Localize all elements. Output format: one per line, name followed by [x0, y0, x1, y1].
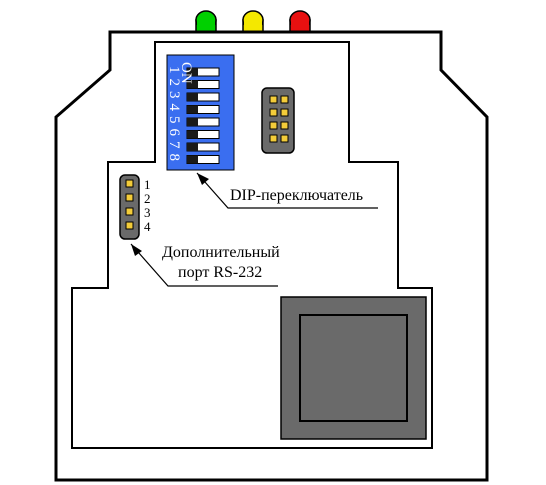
rs232-pin-3 [125, 207, 134, 216]
dip-switch-position-7 [186, 142, 220, 152]
rs232-pin-1 [125, 179, 134, 188]
dip-switch-position-6 [186, 130, 220, 139]
dip-number-7: 7 [166, 141, 182, 149]
rs232-pin-2 [125, 193, 134, 202]
dip-switch-position-3 [186, 92, 220, 102]
rs232-pin-number-2: 2 [144, 191, 151, 206]
dip-number-4: 4 [166, 104, 182, 112]
dip-switch-position-4 [186, 105, 220, 114]
header-pin [269, 95, 278, 104]
dip-number-6: 6 [166, 129, 182, 137]
rs232-pin-4 [125, 221, 134, 230]
large-component [280, 296, 427, 440]
header-pin [280, 95, 289, 104]
rs232-pin-number-1: 1 [144, 177, 151, 192]
header-pin [280, 134, 289, 143]
dip-switch: 1 2 3 4 5 6 7 8 ON [166, 54, 235, 171]
rs232-callout [130, 243, 278, 287]
header-pin [269, 108, 278, 117]
dip-switch-position-1 [186, 67, 220, 77]
header-pin [269, 121, 278, 130]
header-pin [280, 121, 289, 130]
dip-number-1: 1 [166, 66, 182, 74]
dip-number-8: 8 [166, 154, 182, 162]
yellow-led [242, 10, 264, 35]
dip-on-label: ON [178, 62, 194, 84]
pin-header-8 [261, 87, 295, 154]
rs232-label-line1: Дополнительный [162, 244, 280, 261]
dip-number-5: 5 [166, 116, 182, 124]
dip-switch-position-8 [186, 155, 220, 164]
dip-number-2: 2 [166, 79, 182, 87]
dip-callout [196, 172, 378, 209]
dip-switch-label: DIP-переключатель [230, 187, 363, 204]
dip-switch-position-5 [186, 117, 220, 127]
rs232-pin-number-3: 3 [144, 205, 151, 220]
rs232-label-line2: порт RS-232 [178, 264, 262, 281]
rs232-pin-number-4: 4 [144, 219, 151, 234]
dip-number-3: 3 [166, 91, 182, 99]
dip-switch-position-2 [186, 80, 220, 89]
header-pin [280, 108, 289, 117]
header-pin [269, 134, 278, 143]
